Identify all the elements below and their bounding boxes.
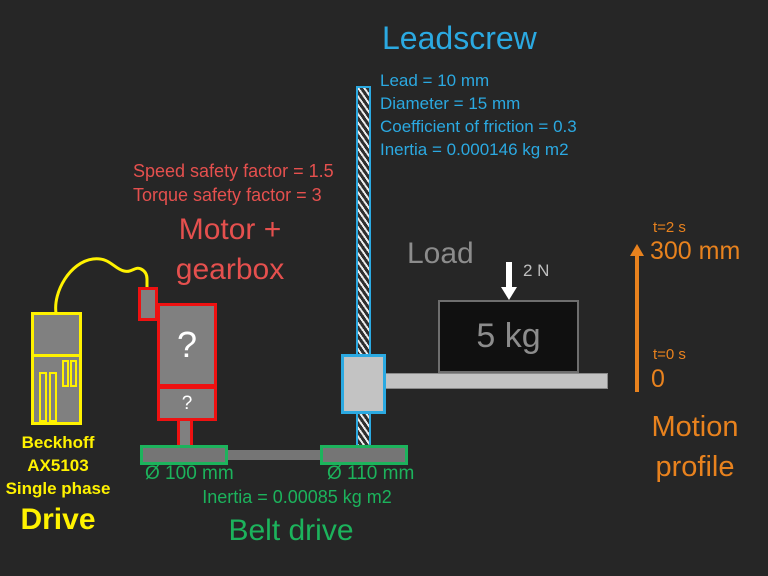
force-arrow-icon <box>506 262 512 288</box>
belt-drive-title: Belt drive <box>228 514 354 547</box>
drive-model: AX5103 <box>27 456 89 475</box>
leadscrew-title: Leadscrew <box>382 20 537 56</box>
drive-unit <box>31 312 82 425</box>
speed-safety-factor: Speed safety factor = 1.5 <box>133 161 334 181</box>
leadscrew-spec-inertia: Inertia = 0.000146 kg m2 <box>380 140 569 159</box>
motor-cable-connector <box>138 287 158 321</box>
motion-title-line1: Motion <box>651 411 739 443</box>
motor-shaft <box>177 420 193 448</box>
drive-divider <box>34 354 79 357</box>
motor-unknown-mark: ? <box>176 324 198 365</box>
leadscrew-specs: Lead = 10 mm Diameter = 15 mm Coefficien… <box>380 69 577 161</box>
motion-title-line2: profile <box>655 451 735 483</box>
drive-brand: Beckhoff <box>21 433 95 452</box>
motor-gearbox-title: Motor + gearbox <box>150 210 310 290</box>
force-value: 2 N <box>523 261 550 280</box>
motion-arrowhead-icon <box>630 244 644 256</box>
leadscrew-spec-lead: Lead = 10 mm <box>380 71 490 90</box>
pulley-left-diameter: Ø 100 mm <box>145 463 234 484</box>
drive-phase: Single phase <box>5 479 111 498</box>
drive-slot-icon <box>70 360 77 387</box>
pulley-right <box>320 445 408 465</box>
leadscrew-spec-friction: Coefficient of friction = 0.3 <box>380 117 577 136</box>
leadscrew-carriage <box>341 354 386 414</box>
motor-title-line1: Motor + <box>178 213 282 246</box>
gearbox-unknown-mark: ? <box>181 392 193 414</box>
gearbox-body: ? <box>157 386 217 421</box>
pulley-right-diameter: Ø 110 mm <box>327 463 415 484</box>
load-mass-block: 5 kg <box>438 300 579 373</box>
belt-bar <box>142 450 406 460</box>
leadscrew-spec-diameter: Diameter = 15 mm <box>380 94 521 113</box>
drive-labels: Beckhoff AX5103 Single phase Drive <box>0 431 116 538</box>
motion-arrow-icon <box>635 255 639 392</box>
motion-distance-start: 0 <box>651 365 665 393</box>
motion-time-start: t=0 s <box>653 346 686 363</box>
load-title: Load <box>407 237 474 270</box>
force-arrowhead-icon <box>501 287 517 300</box>
motor-body: ? <box>157 303 217 387</box>
pulley-left <box>140 445 228 465</box>
drive-title: Drive <box>20 503 96 536</box>
drive-slot-icon <box>39 372 47 422</box>
motion-time-end: t=2 s <box>653 219 686 236</box>
drive-slot-icon <box>49 372 57 422</box>
motor-title-line2: gearbox <box>175 253 285 286</box>
load-platform <box>385 373 608 389</box>
drive-slot-icon <box>62 360 69 387</box>
load-mass-value: 5 kg <box>476 317 541 355</box>
torque-safety-factor: Torque safety factor = 3 <box>133 185 322 205</box>
safety-factors: Speed safety factor = 1.5 Torque safety … <box>133 159 334 207</box>
motion-profile-title: Motion profile <box>620 407 768 487</box>
belt-inertia: Inertia = 0.00085 kg m2 <box>202 487 392 507</box>
motion-distance-end: 300 mm <box>650 237 741 265</box>
